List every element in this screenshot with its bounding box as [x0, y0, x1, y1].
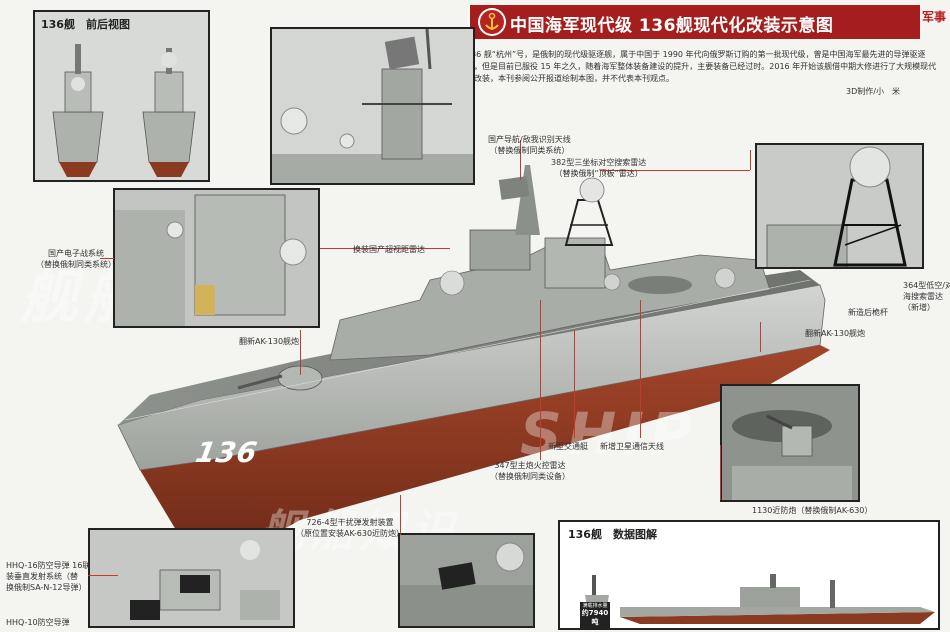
- callout-new-mast: 新造后桅杆: [848, 308, 888, 317]
- callout-radar-347: 347型主炮火控雷达 （替换俄制同类设备）: [490, 461, 570, 481]
- callout-ciws-1130: 1130近防炮（替换俄制AK-630）: [752, 506, 873, 515]
- displacement-value: 约7940吨: [581, 609, 609, 626]
- ew-system-closeup-panel: [113, 188, 320, 328]
- leader-line-ak130-aft: [760, 322, 761, 352]
- credit-text: 3D制作/小 米: [846, 87, 900, 96]
- description-text: 136 舰“杭州”号，是俄制的现代级驱逐舰，属于中国于 1990 年代向俄罗斯订…: [466, 50, 937, 83]
- callout-ak130-fwd: 翻新AK-130舰炮: [239, 337, 300, 346]
- leader-line-traffic: [574, 330, 575, 438]
- callout-radar-364: 364型低空/对 海搜索雷达 （新增）: [903, 281, 950, 312]
- callout-satcom: 新增卫星通信天线: [600, 442, 664, 451]
- page-title: 中国海军现代级 136舰现代化改装示意图: [510, 16, 834, 36]
- leader-line-ak130: [300, 330, 301, 375]
- ciws-closeup-panel: [720, 384, 860, 502]
- leader-line-726: [400, 495, 401, 535]
- leader-line-satcom: [640, 300, 641, 438]
- leader-line-ciws: [720, 445, 721, 500]
- leader-line-ew: [100, 258, 114, 259]
- callout-ak130-aft: 翻新AK-130舰炮: [805, 329, 866, 338]
- leader-line-ohr: [320, 248, 450, 249]
- front-rear-view-label: 136舰 前后视图: [41, 18, 130, 31]
- front-rear-view-panel: 136舰 前后视图: [33, 10, 210, 182]
- leader-line-382: [600, 170, 750, 171]
- callout-nav-radar: 国产导航/敌我识别天线 （替换俄制同类系统）: [488, 135, 571, 155]
- data-side-profile: [620, 574, 935, 624]
- leader-line-nav: [520, 140, 521, 180]
- decoy-closeup-panel: [398, 533, 535, 628]
- callout-hhq10: HHQ-10防空导弹: [6, 618, 70, 627]
- title-banner: 中国海军现代级 136舰现代化改装示意图: [468, 5, 920, 39]
- aft-mast-closeup-panel: [755, 143, 924, 269]
- callout-over-horizon: 换装国产超视距雷达: [353, 245, 425, 254]
- ciws-drawing: [732, 410, 852, 500]
- displacement-caption: 满载排水量: [582, 603, 608, 609]
- displacement-badge: 满载排水量 约7940吨: [580, 602, 610, 628]
- callout-traffic-boat: 新型交通艇: [548, 442, 588, 451]
- callout-ew-system: 国产电子战系统 （替换俄制同类系统）: [36, 249, 116, 269]
- callout-hhq16: HHQ-16防空导弹 16联 装垂直发射系统（替 换俄制SA-N-12导弹）: [6, 561, 91, 592]
- mast-closeup-drawing: [272, 29, 473, 183]
- ew-system-drawing: [115, 194, 307, 326]
- data-diagram-label: 136舰 数据图解: [568, 528, 657, 541]
- vls-closeup-panel: [88, 528, 295, 628]
- decoy-drawing: [400, 542, 533, 626]
- leader-line-hhq16: [88, 575, 118, 576]
- callout-decoy-726: 726-4型干扰弹发射装置 （原位置安装AK-630近防炮）: [296, 518, 405, 538]
- data-diagram-panel: 136舰 数据图解 满载排水量 约7940吨: [558, 520, 940, 630]
- vls-drawing: [130, 540, 280, 620]
- mast-closeup-panel: [270, 27, 475, 185]
- front-rear-ship-drawing: [52, 44, 196, 177]
- leader-line-347: [540, 300, 541, 460]
- brand-logo: 军事: [922, 10, 947, 24]
- hull-number: 136: [193, 436, 261, 469]
- aft-mast-drawing: [766, 146, 907, 267]
- leader-line-382v: [750, 150, 751, 170]
- watermark-2: SHIP: [520, 400, 699, 468]
- navy-anchor-emblem-icon: [478, 8, 506, 36]
- callout-radar-382: 382型三坐标对空搜索雷达 （替换俄制“顶板”雷达）: [551, 158, 647, 178]
